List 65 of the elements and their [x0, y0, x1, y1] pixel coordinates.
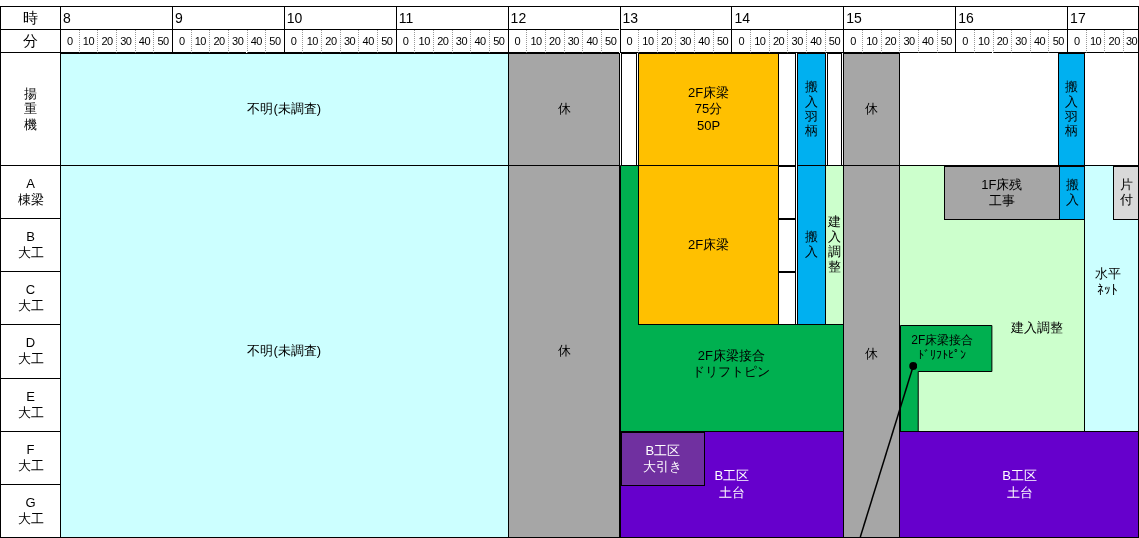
hour-label: 16 — [955, 6, 1068, 30]
block-label: 2F床梁 75分 50P — [687, 85, 731, 134]
schedule-block — [638, 53, 779, 166]
minute-label: 40 — [1029, 30, 1049, 53]
minute-label: 40 — [917, 30, 937, 53]
block-label: 建入調整 — [827, 215, 842, 275]
minute-label: 10 — [973, 30, 993, 53]
block-label: 不明(未調査) — [247, 101, 322, 118]
schedule-block — [507, 165, 621, 538]
minute-label: 30 — [899, 30, 918, 53]
block-label: 休 — [865, 346, 879, 363]
hour-label: 15 — [843, 6, 956, 30]
block-label: 搬入 — [1065, 178, 1080, 208]
block-label: 搬入羽柄 — [1064, 79, 1079, 140]
schedule-block — [507, 53, 621, 166]
hour-label: 11 — [395, 6, 508, 30]
schedule-block — [899, 431, 1139, 538]
schedule-block — [843, 165, 901, 538]
row-label: 分 — [0, 30, 60, 53]
schedule-block — [1057, 53, 1085, 166]
block-label: 片付 — [1119, 178, 1134, 208]
schedule-block — [638, 165, 779, 325]
hour-label: 17 — [1067, 6, 1139, 30]
minute-label: 0 — [955, 30, 974, 53]
schedule-block — [944, 166, 1060, 220]
block-label: 休 — [865, 101, 879, 118]
block-label: 水平ﾈｯﾄ — [1093, 266, 1122, 299]
block-label: B工区大引き — [642, 442, 684, 476]
schedule-block — [1083, 165, 1139, 432]
block-label: B工区土台 — [713, 468, 751, 501]
hour-label: 14 — [731, 6, 844, 30]
schedule-block — [60, 165, 509, 538]
minute-label: 30 — [1123, 30, 1139, 53]
hour-label: 12 — [507, 6, 620, 30]
block-label: 搬入羽柄 — [804, 79, 819, 140]
schedule-block — [796, 165, 826, 325]
block-label: 休 — [557, 101, 571, 118]
minute-label: 30 — [1011, 30, 1030, 53]
schedule-block — [620, 432, 706, 486]
minute-label: 10 — [1085, 30, 1105, 53]
schedule-block — [619, 165, 845, 432]
minute-label: 50 — [936, 30, 956, 53]
schedule-block — [824, 165, 845, 325]
schedule-block — [1112, 166, 1139, 220]
schedule-block — [843, 53, 901, 166]
block-label: 1F床残工事 — [980, 176, 1023, 210]
schedule-block — [796, 53, 826, 166]
hour-label: 8 — [60, 6, 172, 30]
hour-label: 9 — [171, 6, 284, 30]
schedule-block — [619, 431, 845, 538]
block-label: 2F床梁接合ドリフトピン — [691, 348, 772, 381]
block-label: 不明(未調査) — [247, 343, 322, 360]
schedule-block — [60, 53, 509, 166]
block-label: 搬入 — [804, 230, 819, 260]
hour-label: 13 — [619, 6, 732, 30]
block-label: 休 — [557, 343, 571, 360]
block-label: 2F床梁 — [688, 236, 730, 254]
block-label: 2F床梁接合ﾄﾞﾘﾌﾄﾋﾟﾝ — [910, 333, 975, 363]
minute-label: 20 — [1104, 30, 1124, 53]
block-label: 建入調整 — [1011, 320, 1064, 337]
schedule-block — [899, 165, 1085, 432]
hour-label: 10 — [283, 6, 396, 30]
block-label: B工区土台 — [1001, 468, 1038, 501]
minute-label: 20 — [992, 30, 1012, 53]
leader-line — [859, 362, 918, 538]
